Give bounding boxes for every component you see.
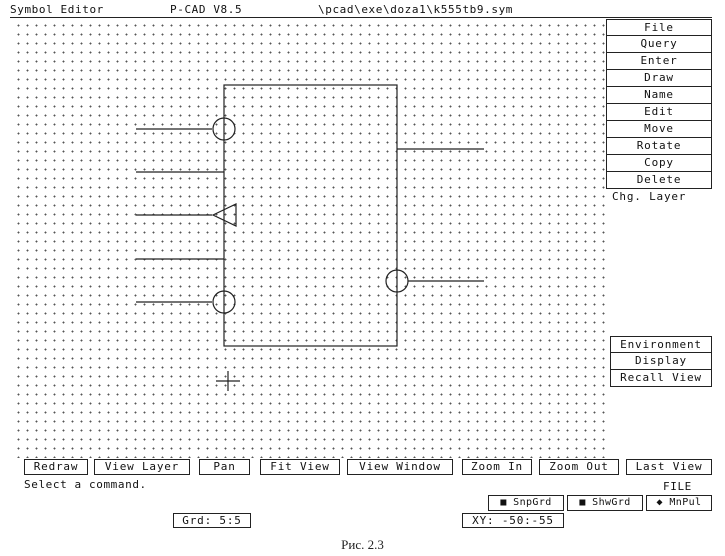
title-bar: Symbol Editor P-CAD V8.5 \pcad\exe\doza1…: [10, 2, 712, 18]
inversion-bubble-1: [212, 117, 236, 141]
inversion-bubble-2: [212, 290, 236, 314]
manual-pull-toggle[interactable]: ◆ MnPul: [646, 495, 712, 511]
menu-query[interactable]: Query: [606, 36, 712, 53]
menu-recall-view[interactable]: Recall View: [610, 370, 712, 387]
menu-edit[interactable]: Edit: [606, 104, 712, 121]
cmd-view-window[interactable]: View Window: [347, 459, 453, 475]
grid-readout: Grd: 5:5: [173, 513, 251, 528]
inversion-bubble-3: [385, 269, 409, 293]
xy-readout: XY: -50:-55: [462, 513, 564, 528]
show-grid-toggle[interactable]: ■ ShwGrd: [567, 495, 643, 511]
cmd-fit-view[interactable]: Fit View: [260, 459, 340, 475]
current-menu-indicator: FILE: [663, 480, 692, 493]
cmd-zoom-in[interactable]: Zoom In: [462, 459, 532, 475]
drawing-canvas[interactable]: [12, 19, 605, 458]
cmd-last-view[interactable]: Last View: [626, 459, 712, 475]
editor-mode-label: Symbol Editor: [10, 3, 104, 16]
file-path-label: \pcad\exe\doza1\k555tb9.sym: [318, 3, 514, 16]
side-menu: File Query Enter Draw Name Edit Move Rot…: [606, 19, 712, 206]
menu-file[interactable]: File: [606, 19, 712, 36]
menu-move[interactable]: Move: [606, 121, 712, 138]
snap-grid-toggle[interactable]: ■ SnpGrd: [488, 495, 564, 511]
cmd-view-layer[interactable]: View Layer: [94, 459, 190, 475]
menu-name[interactable]: Name: [606, 87, 712, 104]
side-menu-lower: Environment Display Recall View: [610, 336, 712, 387]
menu-draw[interactable]: Draw: [606, 70, 712, 87]
cmd-zoom-out[interactable]: Zoom Out: [539, 459, 619, 475]
cmd-pan[interactable]: Pan: [199, 459, 250, 475]
menu-environment[interactable]: Environment: [610, 336, 712, 353]
figure-caption: Рис. 2.3: [341, 537, 384, 552]
clock-triangle: [211, 203, 237, 227]
menu-copy[interactable]: Copy: [606, 155, 712, 172]
menu-delete[interactable]: Delete: [606, 172, 712, 189]
command-prompt: Select a command.: [24, 478, 147, 491]
symbol-drawing: [136, 84, 484, 391]
cmd-redraw[interactable]: Redraw: [24, 459, 88, 475]
menu-rotate[interactable]: Rotate: [606, 138, 712, 155]
menu-enter[interactable]: Enter: [606, 53, 712, 70]
menu-display[interactable]: Display: [610, 353, 712, 370]
bottom-command-bar: Redraw View Layer Pan Fit View View Wind…: [0, 459, 725, 477]
app-version-label: P-CAD V8.5: [170, 3, 243, 16]
menu-chg-layer[interactable]: Chg. Layer: [612, 190, 687, 203]
symbol-body: [223, 84, 398, 347]
